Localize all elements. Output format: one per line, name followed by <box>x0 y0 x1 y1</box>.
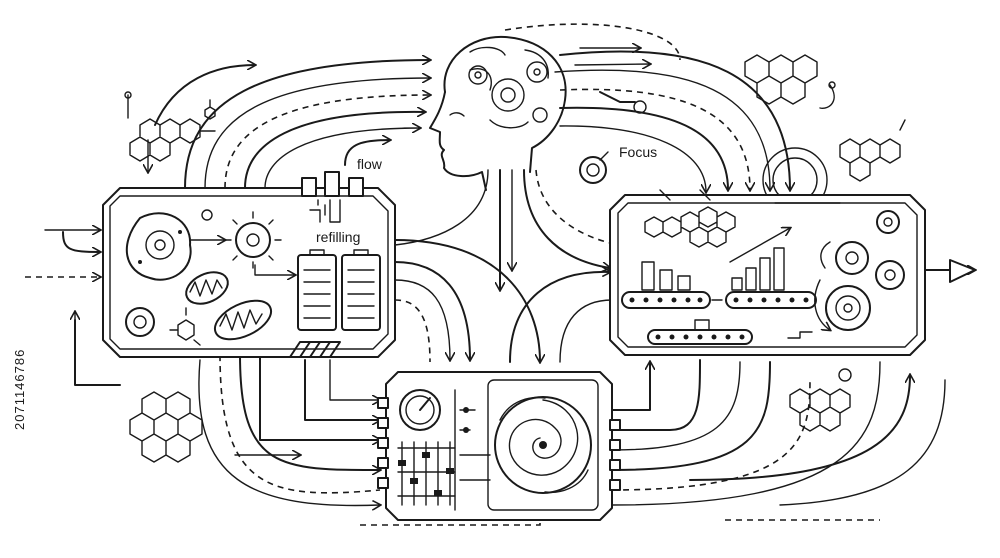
flask-icon <box>309 199 341 223</box>
sliders-icon <box>397 441 456 506</box>
molecule-icon <box>169 307 201 346</box>
refilling-label: refilling <box>316 229 360 245</box>
control-panel <box>377 371 621 521</box>
mitochondria-icon <box>185 271 273 341</box>
conveyor-belt-icon <box>621 291 817 345</box>
virus-icon <box>224 211 282 269</box>
stock-id-label: 2071146786 <box>12 349 27 430</box>
vortex-icon <box>487 379 599 511</box>
production-panel <box>609 189 926 356</box>
dial-icon <box>399 389 441 431</box>
molecule-top-left <box>124 91 216 162</box>
focus-label: Focus <box>619 144 657 160</box>
molecule-bottom-right <box>789 368 852 432</box>
cell-panel <box>102 171 396 358</box>
molecule-top-right <box>744 54 906 221</box>
node-icon <box>633 100 647 114</box>
small-cell-icon <box>125 307 155 337</box>
flow-label: flow <box>357 156 383 172</box>
battery-icon-2 <box>341 249 381 331</box>
battery-icon <box>297 249 337 331</box>
bar-chart-icon <box>641 261 691 291</box>
cell-icon <box>125 212 192 281</box>
growth-chart-icon <box>729 228 790 291</box>
vent-grille <box>289 341 341 358</box>
head-profile <box>429 35 567 191</box>
gears-icon <box>814 210 905 330</box>
target-icon <box>579 151 609 184</box>
small-circle-icon <box>201 209 213 221</box>
molecule-bottom-left <box>129 391 203 463</box>
